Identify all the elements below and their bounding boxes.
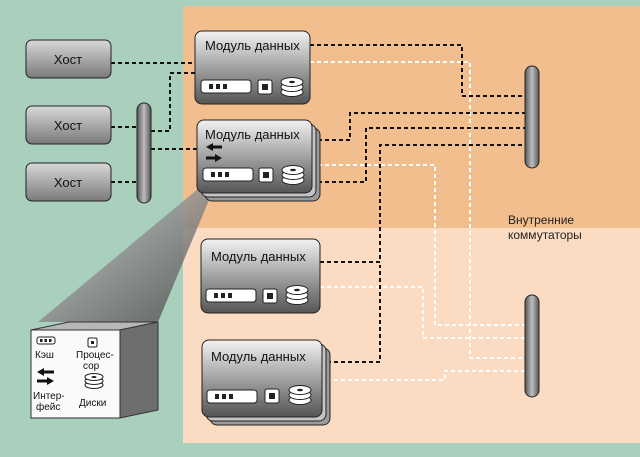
internal-switch-lower[interactable] — [524, 294, 540, 398]
zoom-beam — [38, 188, 214, 322]
host-2[interactable]: Хост — [25, 105, 112, 145]
disks-icon — [281, 165, 305, 185]
data-module-4[interactable]: Модуль данных — [201, 339, 331, 426]
disks-icon — [285, 285, 309, 305]
processor-icon — [257, 79, 273, 95]
legend-cache-label: Кэш — [35, 350, 54, 361]
host-label: Хост — [54, 175, 82, 190]
processor-icon — [258, 167, 274, 183]
internal-switch-upper[interactable] — [524, 65, 540, 169]
data-module-2[interactable]: Модуль данных — [196, 119, 321, 202]
switches-label-line2: коммутаторы — [508, 228, 582, 242]
legend-interface-label-2: фейс — [36, 401, 60, 413]
cache-icon — [202, 167, 254, 182]
module-title: Модуль данных — [205, 127, 300, 142]
data-module-3[interactable]: Модуль данных — [200, 238, 321, 314]
host-3[interactable]: Хост — [25, 162, 112, 202]
legend-processor-label-1: Процес- — [76, 350, 114, 361]
processor-icon — [262, 288, 278, 304]
cache-icon — [200, 79, 252, 94]
legend-processor-label-2: сор — [83, 361, 100, 372]
legend-disks-label: Диски — [79, 398, 106, 409]
legend-box: Кэш Процес- сор Интер- фейс Диски — [30, 321, 159, 419]
cache-icon — [205, 288, 257, 303]
host-bus — [136, 102, 152, 204]
host-label: Хост — [54, 52, 82, 67]
interface-icon — [37, 368, 54, 385]
cache-icon — [206, 389, 258, 404]
legend-interface-label-1: Интер- — [33, 391, 65, 402]
interface-icon — [206, 143, 222, 162]
module-title: Модуль данных — [211, 249, 306, 264]
module-title: Модуль данных — [211, 349, 306, 364]
disks-icon — [288, 385, 312, 405]
processor-icon — [264, 388, 280, 404]
disks-icon — [280, 77, 304, 97]
disks-icon — [84, 373, 104, 389]
module-title: Модуль данных — [205, 38, 300, 53]
switches-label-line1: Внутренние — [508, 213, 574, 227]
secondary-links — [310, 61, 528, 381]
host-1[interactable]: Хост — [25, 39, 112, 79]
host-label: Хост — [54, 118, 82, 133]
data-module-1[interactable]: Модуль данных — [194, 30, 311, 105]
